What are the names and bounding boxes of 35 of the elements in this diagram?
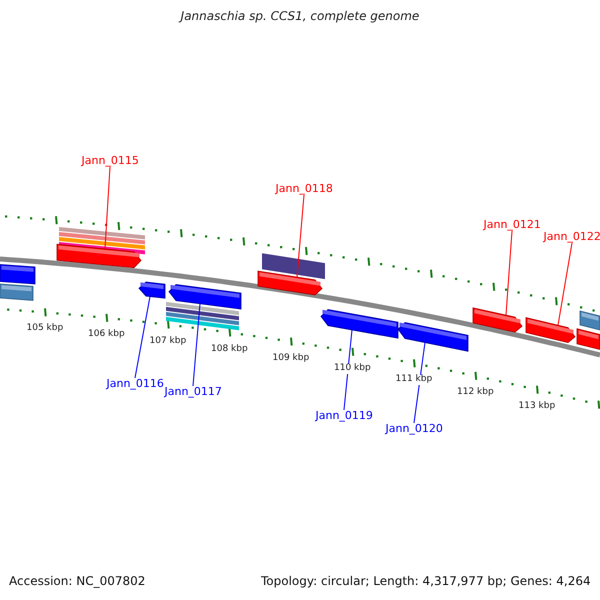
gene-segment (320, 309, 398, 339)
scale-label: 106 kbp (87, 330, 126, 340)
scale-label: 111 kbp (394, 375, 434, 386)
scale-label: 105 kbp (26, 324, 64, 334)
scale-label: 109 kbp (272, 354, 310, 364)
gene-label: Jann_0118 (276, 183, 333, 196)
leader-line (296, 194, 304, 278)
scale-label: 107 kbp (148, 336, 188, 346)
gene-label: Jann_0119 (316, 410, 373, 422)
leader-line (104, 166, 110, 250)
accession-text: Accession: NC_007802 (9, 575, 146, 588)
leader-line (506, 230, 512, 316)
gene-label: Jann_0121 (484, 219, 541, 232)
leader-line (134, 296, 150, 378)
gene-label: Jann_0115 (82, 155, 139, 168)
leader-line (344, 329, 352, 410)
gene-segment (472, 307, 523, 333)
gene-label: Jann_0116 (106, 378, 164, 390)
leader-line (192, 303, 200, 386)
gene-label: Jann_0122 (544, 231, 600, 244)
leader-line (558, 242, 572, 326)
gene-segment (56, 244, 142, 268)
scale-label: 112 kbp (456, 388, 495, 398)
scale-label: 108 kbp (210, 344, 249, 354)
gene-label: Jann_0117 (164, 386, 222, 398)
scale-label: 113 kbp (518, 402, 556, 412)
gene-segment (397, 322, 468, 352)
gene-segment (168, 284, 242, 310)
title: Jannaschia sp. CCS1, complete genome (178, 10, 420, 24)
genome-info-text: Topology: circular; Length: 4,317,977 bp; Genes: 4,264 (261, 575, 591, 588)
scale-label: 110 kbp (333, 364, 372, 374)
leader-line (414, 342, 426, 424)
gene-segment (258, 270, 323, 296)
gene-label: Jann_0120 (386, 423, 443, 436)
gene-segment (138, 282, 166, 299)
